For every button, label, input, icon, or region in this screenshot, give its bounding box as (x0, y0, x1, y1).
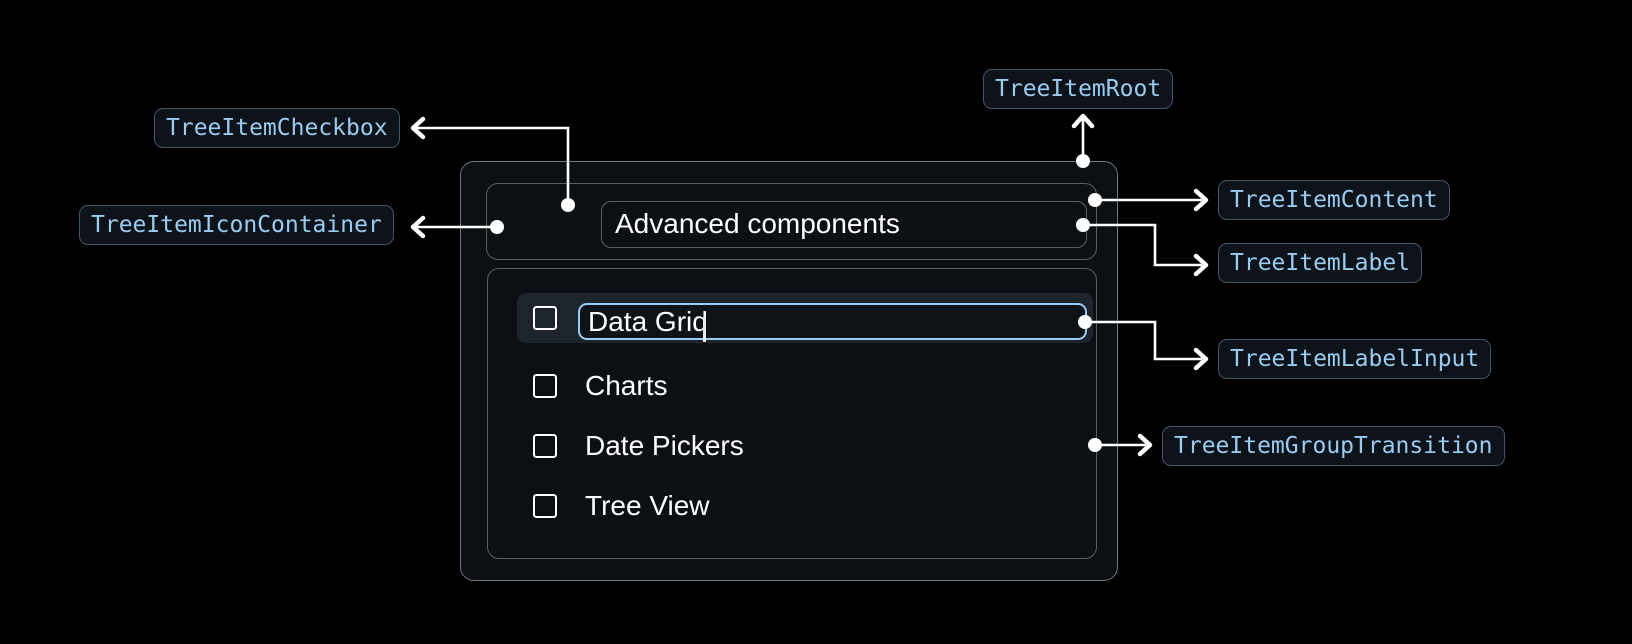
tree-item-label-text: Tree View (585, 489, 710, 521)
annotation-tree-item-root: TreeItemRoot (983, 69, 1174, 109)
annotation-tree-item-group-transition: TreeItemGroupTransition (1162, 426, 1505, 466)
annotation-tree-item-checkbox: TreeItemCheckbox (154, 108, 400, 148)
text-caret (703, 317, 706, 342)
tree-item-row[interactable]: Tree View (517, 481, 1093, 531)
tree-item-label-input[interactable] (578, 303, 1087, 340)
annotation-tree-item-label: TreeItemLabel (1218, 243, 1423, 283)
tree-item-group-transition (487, 268, 1097, 559)
checkbox-unchecked-icon[interactable] (533, 493, 557, 518)
annotation-tree-item-label-input: TreeItemLabelInput (1218, 339, 1492, 379)
tree-item-content[interactable] (486, 183, 1097, 260)
tree-item-root (460, 161, 1118, 581)
tree-item-label-text: Date Pickers (585, 429, 744, 461)
annotation-tree-item-content: TreeItemContent (1218, 180, 1450, 220)
tree-item-row[interactable]: Charts (517, 361, 1093, 411)
checkbox-unchecked-icon[interactable] (533, 306, 557, 330)
tree-item-label: Advanced components (601, 201, 1087, 248)
checkbox-unchecked-icon[interactable] (533, 433, 557, 458)
checkbox-unchecked-icon[interactable] (533, 373, 557, 398)
tree-item-label-text: Charts (585, 369, 668, 401)
tree-item-row-editing[interactable] (517, 293, 1093, 343)
tree-item-label-text: Advanced components (615, 208, 900, 239)
tree-item-row[interactable]: Date Pickers (517, 421, 1093, 471)
annotation-tree-item-icon-container: TreeItemIconContainer (79, 205, 394, 245)
